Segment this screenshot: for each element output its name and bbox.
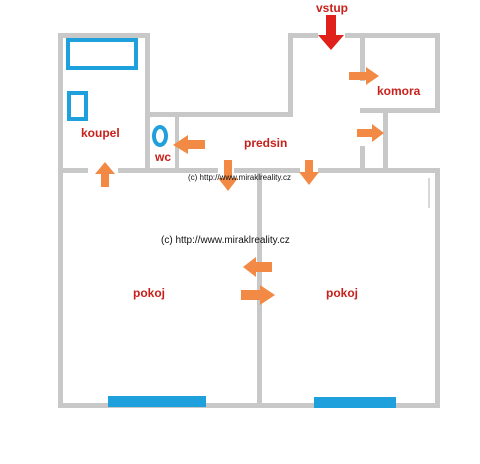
label-entrance: vstup <box>316 1 349 15</box>
direction-arrows <box>95 67 384 305</box>
watermark-large: (c) http://www.miraklreality.cz <box>161 235 290 246</box>
window-left <box>108 396 206 407</box>
arrow-down-icon <box>218 160 238 191</box>
arrow-right-icon <box>241 285 275 305</box>
arrow-down-icon <box>299 160 319 185</box>
sink-icon <box>67 91 88 121</box>
toilet-icon <box>152 125 168 147</box>
window-right <box>314 397 396 408</box>
arrow-left-icon <box>173 135 205 154</box>
arrow-up-icon <box>95 162 115 187</box>
bathroom-fixtures <box>66 38 168 147</box>
label-bathroom: koupel <box>81 126 120 140</box>
label-room-right: pokoj <box>326 286 358 300</box>
watermark-small: (c) http://www.miraklreality.cz <box>188 173 291 182</box>
label-storage: komora <box>377 84 421 98</box>
label-toilet: wc <box>155 150 172 164</box>
bathtub-icon <box>66 38 138 70</box>
entrance-arrow-icon <box>318 15 344 50</box>
label-room-left: pokoj <box>133 286 165 300</box>
arrow-right-icon <box>357 124 384 142</box>
label-hallway: predsin <box>244 136 288 150</box>
arrow-left-icon <box>243 257 272 277</box>
arrow-right-icon <box>349 67 379 85</box>
